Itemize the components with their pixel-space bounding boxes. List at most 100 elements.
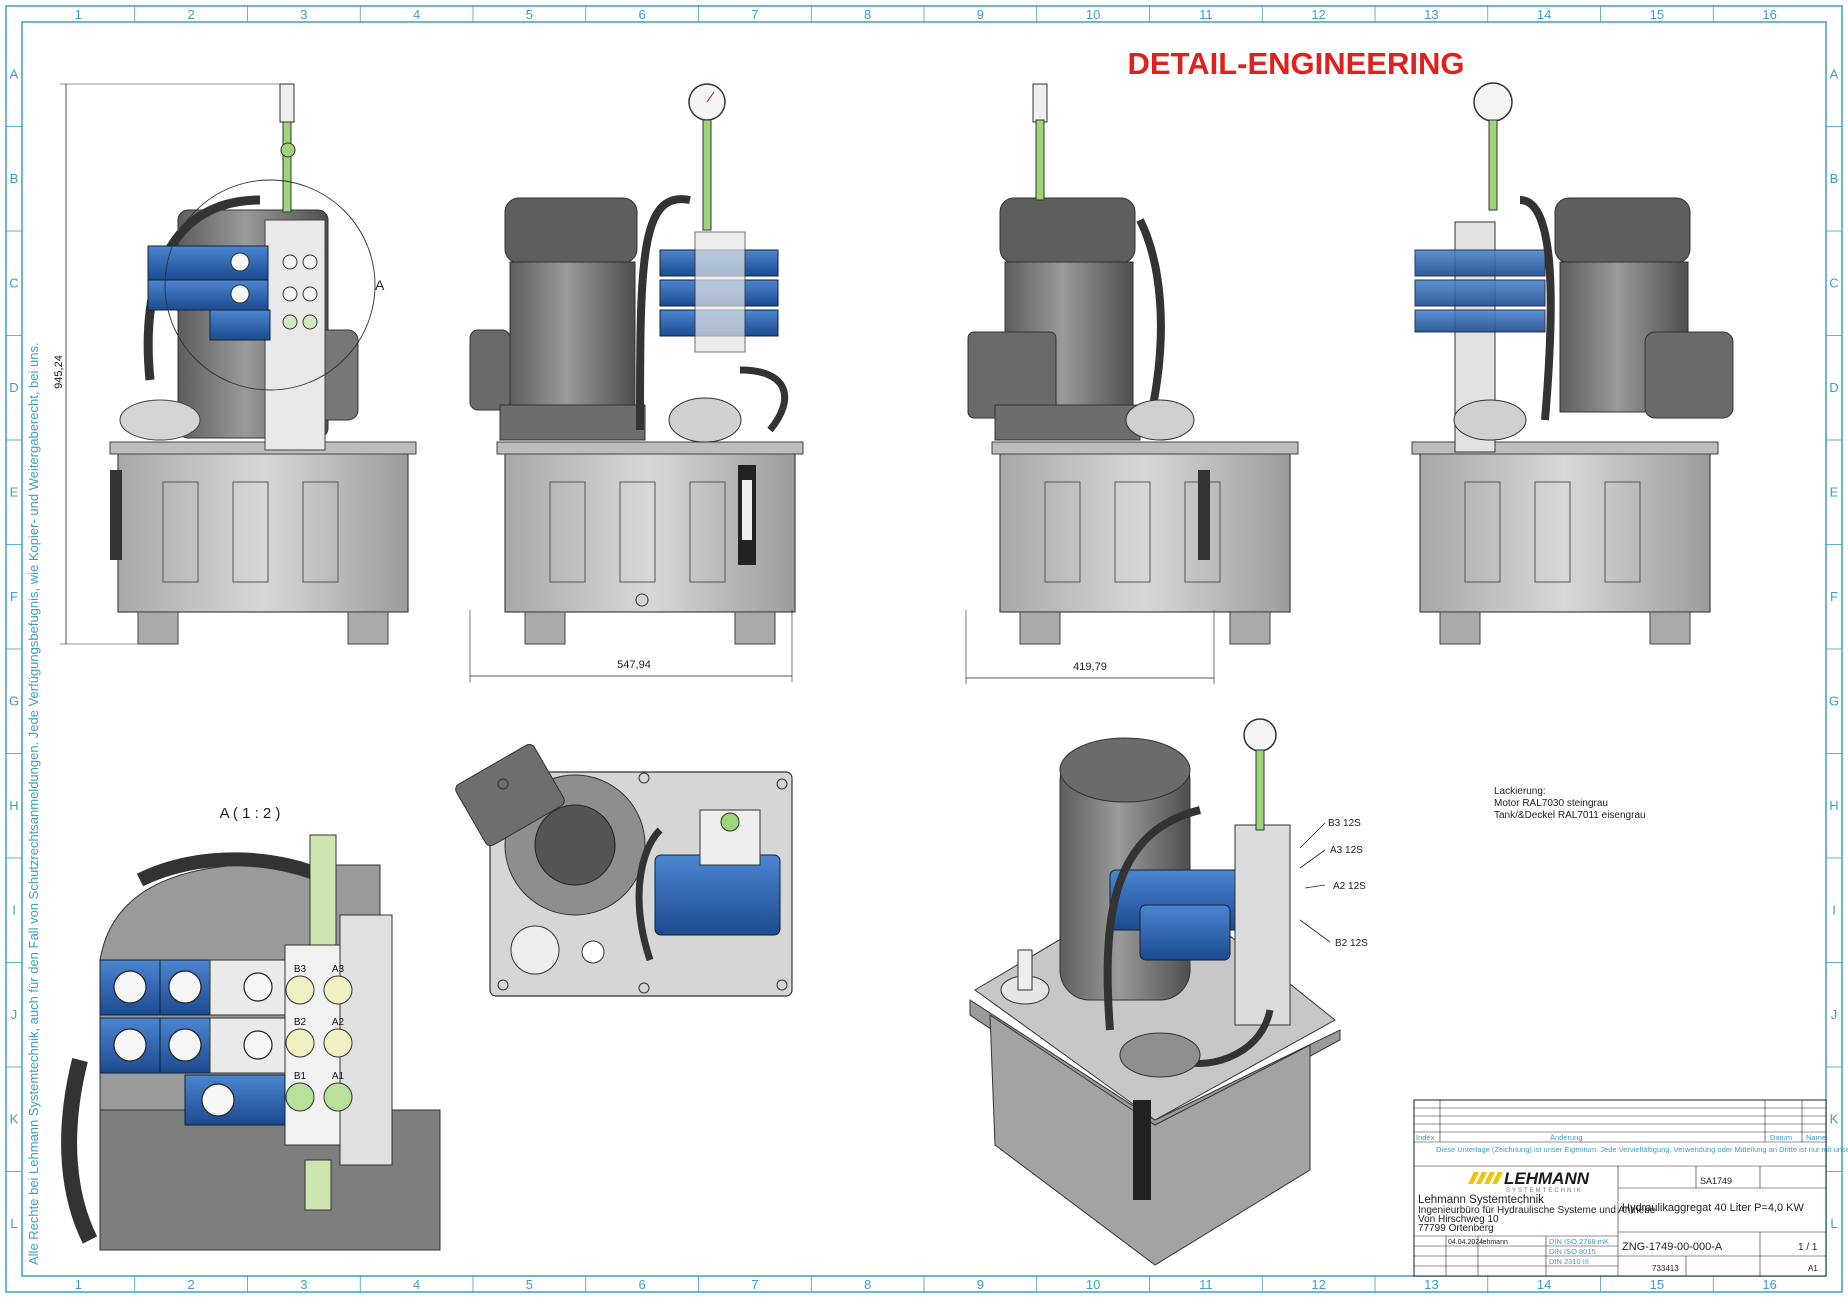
title-block: Index Änderung Datum Name Diese Unterlag… xyxy=(1413,1099,1848,1277)
port-a2: A2 xyxy=(332,1017,345,1028)
column-label-11: 11 xyxy=(1199,7,1213,22)
paint-note: Lackierung: Motor RAL7030 steingrau Tank… xyxy=(1494,786,1646,821)
paint-tank: Tank/&Deckel RAL7011 eisengrau xyxy=(1494,810,1646,821)
iso-port-b2: B2 12S xyxy=(1335,938,1368,949)
row-label-G: G xyxy=(1829,693,1839,708)
column-label-6: 6 xyxy=(639,1277,646,1292)
logo-subtext: SYSTEMTECHNIK xyxy=(1506,1188,1583,1194)
paint-heading: Lackierung: xyxy=(1494,786,1546,797)
column-label-9: 9 xyxy=(977,7,984,22)
column-label-2: 2 xyxy=(188,1277,195,1292)
standard-2: DIN ISO 8015 xyxy=(1549,1247,1596,1256)
row-label-I: I xyxy=(12,902,16,917)
column-label-12: 12 xyxy=(1311,7,1325,22)
lehmann-logo: LEHMANN SYSTEMTECHNIK xyxy=(1468,1169,1590,1194)
company-name: Lehmann Systemtechnik xyxy=(1418,1194,1544,1206)
column-label-3: 3 xyxy=(300,7,307,22)
tb-col-index: Index xyxy=(1416,1133,1435,1142)
column-label-6: 6 xyxy=(639,7,646,22)
port-a3: A3 xyxy=(332,964,345,975)
port-b2: B2 xyxy=(294,1017,307,1028)
column-label-11: 11 xyxy=(1199,1277,1213,1292)
row-label-A: A xyxy=(1830,66,1839,81)
designation: Hydraulikaggregat 40 Liter P=4,0 KW xyxy=(1622,1202,1805,1214)
port-b3: B3 xyxy=(294,964,307,975)
standard-1: DIN ISO 2768 mK xyxy=(1549,1237,1609,1246)
row-label-I: I xyxy=(1832,902,1836,917)
project-number: SA1749 xyxy=(1700,1176,1732,1186)
row-label-C: C xyxy=(1829,275,1838,290)
row-label-F: F xyxy=(1830,589,1838,604)
side-view-left: 945,24 A xyxy=(53,83,417,645)
top-view xyxy=(455,743,793,997)
column-label-10: 10 xyxy=(1086,7,1100,22)
column-label-15: 15 xyxy=(1650,7,1664,22)
column-label-1: 1 xyxy=(75,7,82,22)
tb-col-date: Datum xyxy=(1770,1133,1792,1142)
row-label-K: K xyxy=(10,1111,19,1126)
column-label-2: 2 xyxy=(188,7,195,22)
column-label-10: 10 xyxy=(1086,1277,1100,1292)
drawn-date: 04.04.2024 xyxy=(1448,1239,1483,1246)
dim-height: 945,24 xyxy=(53,355,65,389)
sheet-format: A1 xyxy=(1808,1264,1818,1273)
company-line3: 77799 Ortenberg xyxy=(1418,1223,1494,1234)
tb-col-change: Änderung xyxy=(1550,1133,1583,1142)
row-label-B: B xyxy=(10,171,19,186)
tb-note: Diese Unterlage (Zeichnung) ist unser Ei… xyxy=(1436,1145,1848,1154)
port-b1: B1 xyxy=(294,1071,307,1082)
row-label-C: C xyxy=(9,275,18,290)
row-label-G: G xyxy=(9,693,19,708)
dim-width-side: 419,79 xyxy=(1073,661,1107,673)
column-label-5: 5 xyxy=(526,1277,533,1292)
column-label-14: 14 xyxy=(1537,1277,1551,1292)
drawn-by: lehmann xyxy=(1481,1239,1508,1246)
paint-motor: Motor RAL7030 steingrau xyxy=(1494,798,1608,809)
row-label-F: F xyxy=(10,589,18,604)
column-label-7: 7 xyxy=(751,7,758,22)
copyright-note: Alle Rechte bei Lehmann Systemtechnik, a… xyxy=(26,342,41,1265)
column-label-8: 8 xyxy=(864,1277,871,1292)
detail-marker: A xyxy=(375,277,385,293)
part-number: 733413 xyxy=(1652,1264,1679,1273)
port-a1: A1 xyxy=(332,1071,345,1082)
row-label-L: L xyxy=(10,1216,17,1231)
iso-port-b3: B3 12S xyxy=(1328,818,1361,829)
sheet-number: 1 / 1 xyxy=(1798,1242,1818,1253)
column-label-4: 4 xyxy=(413,1277,420,1292)
dim-width-front: 547,94 xyxy=(617,659,651,671)
row-label-J: J xyxy=(1831,1007,1838,1022)
detail-view-a: A ( 1 : 2 ) B3 A3 B2 A2 B1 xyxy=(61,805,441,1251)
column-label-5: 5 xyxy=(526,7,533,22)
page-title: DETAIL-ENGINEERING xyxy=(1128,46,1465,81)
drawing-number: ZNG-1749-00-000-A xyxy=(1622,1241,1723,1253)
row-label-H: H xyxy=(9,798,18,813)
column-label-9: 9 xyxy=(977,1277,984,1292)
row-label-J: J xyxy=(11,1007,18,1022)
front-view: 547,94 xyxy=(469,83,804,682)
column-label-13: 13 xyxy=(1424,7,1438,22)
row-label-B: B xyxy=(1830,171,1839,186)
row-label-E: E xyxy=(10,484,19,499)
column-grid: 1122334455667788991010111112121313141415… xyxy=(75,6,1777,1292)
column-label-12: 12 xyxy=(1311,1277,1325,1292)
row-label-D: D xyxy=(9,380,18,395)
company-line2: Von Hirschweg 10 xyxy=(1418,1214,1499,1225)
row-label-H: H xyxy=(1829,798,1838,813)
column-label-13: 13 xyxy=(1424,1277,1438,1292)
iso-port-a2: A2 12S xyxy=(1333,881,1366,892)
column-label-14: 14 xyxy=(1537,7,1551,22)
standard-3: DIN 2310 III xyxy=(1549,1257,1589,1266)
column-label-1: 1 xyxy=(75,1277,82,1292)
column-label-16: 16 xyxy=(1762,7,1776,22)
side-view-right xyxy=(1411,82,1734,645)
column-label-15: 15 xyxy=(1650,1277,1664,1292)
column-label-4: 4 xyxy=(413,7,420,22)
company-line1: Ingenieurbüro für Hydraulische Systeme u… xyxy=(1418,1205,1656,1216)
iso-port-a3: A3 12S xyxy=(1330,845,1363,856)
row-label-D: D xyxy=(1829,380,1838,395)
tb-col-name: Name xyxy=(1806,1133,1826,1142)
rear-view: 419,79 xyxy=(965,83,1299,684)
